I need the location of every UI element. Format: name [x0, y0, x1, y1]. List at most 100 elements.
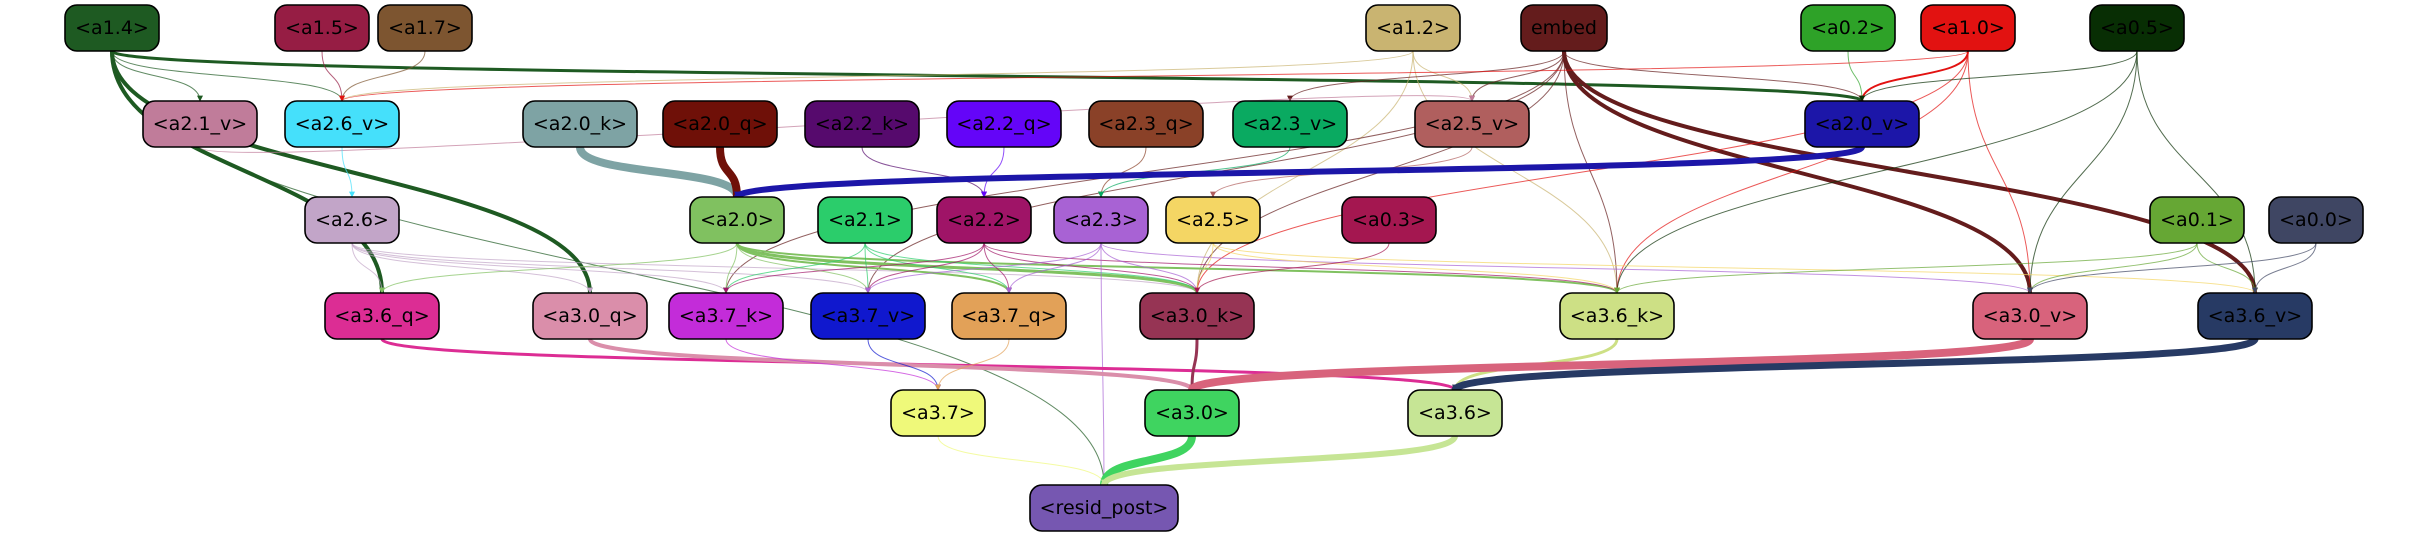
node-a2-0-q[interactable]: <a2.0_q> [662, 100, 778, 148]
edge-embed-to-a3-0-v [1562, 50, 2033, 294]
edge-a1-5-to-a2-6-v [321, 50, 345, 102]
node-a0-1[interactable]: <a0.1> [2149, 196, 2245, 244]
node-label: <a3.7> [901, 402, 975, 424]
node-box [1800, 4, 1896, 52]
node-a3-0-q[interactable]: <a3.0_q> [532, 292, 648, 340]
node-a3-6-v[interactable]: <a3.6_v> [2197, 292, 2313, 340]
node-label: <a2.3_q> [1098, 113, 1193, 135]
node-a2-3-q[interactable]: <a2.3_q> [1088, 100, 1204, 148]
edge-a1-4-to-a2-6-v [111, 50, 345, 102]
node-label: <a2.2> [947, 209, 1021, 231]
node-a2-2-k[interactable]: <a2.2_k> [804, 100, 920, 148]
node-a3-0-k[interactable]: <a3.0_k> [1139, 292, 1255, 340]
edge-a1-2-to-a2-5-v [1412, 50, 1475, 102]
node-a3-6-q[interactable]: <a3.6_q> [324, 292, 440, 340]
node-a0-5[interactable]: <a0.5> [2089, 4, 2185, 52]
node-box [304, 196, 400, 244]
edge-a3-0-to-resid-post [1100, 435, 1196, 486]
node-label: <a2.0_k> [533, 113, 627, 135]
edge-a2-3-to-a3-7-v [865, 242, 1102, 294]
edge-a1-4-to-a2-1-v [111, 50, 203, 102]
edge-a2-3-to-a3-7-q [1006, 242, 1102, 294]
node-a0-0[interactable]: <a0.0> [2268, 196, 2364, 244]
edge-a2-2-to-a3-6-k [983, 242, 1620, 294]
edge-a2-1-to-a3-0-k [864, 242, 1200, 294]
node-label: <a3.6_k> [1570, 305, 1664, 327]
node-a3-7-q[interactable]: <a3.7_q> [951, 292, 1067, 340]
node-box [522, 100, 638, 148]
node-label: <a3.7_v> [821, 305, 915, 327]
node-box [817, 196, 913, 244]
node-a3-6-k[interactable]: <a3.6_k> [1559, 292, 1675, 340]
node-label: <a2.5_v> [1425, 113, 1519, 135]
edge-embed-to-a2-0-v [1563, 50, 1865, 102]
node-a1-0[interactable]: <a1.0> [1920, 4, 2016, 52]
node-resid-post[interactable]: <resid_post> [1029, 484, 1179, 532]
node-a3-0-v[interactable]: <a3.0_v> [1972, 292, 2088, 340]
node-a2-1[interactable]: <a2.1> [817, 196, 913, 244]
edge-a2-0-to-a3-6-q [379, 242, 738, 294]
node-a3-6[interactable]: <a3.6> [1407, 389, 1503, 437]
node-a2-3-v[interactable]: <a2.3_v> [1232, 100, 1348, 148]
node-label: <a2.6_v> [295, 113, 389, 135]
edge-a2-0-to-a3-7-k [723, 242, 738, 294]
node-box [804, 100, 920, 148]
edge-a2-6-to-a3-6-q [351, 242, 385, 294]
node-a1-7[interactable]: <a1.7> [377, 4, 473, 52]
node-a0-2[interactable]: <a0.2> [1800, 4, 1896, 52]
edge-a2-0-to-a3-7-v [736, 242, 871, 294]
edge-a0-0-to-a3-6-v [2252, 242, 2317, 294]
edge-a2-6-to-a3-7-k [351, 242, 729, 294]
edge-a2-1-to-a3-7-v [864, 242, 871, 294]
node-label: embed [1531, 17, 1597, 39]
node-box [142, 100, 258, 148]
edge-a2-5-to-a3-6-v [1212, 242, 2258, 294]
node-a2-0[interactable]: <a2.0> [689, 196, 785, 244]
node-box [1559, 292, 1675, 340]
edge-a2-5-to-a3-0-k [1194, 242, 1214, 294]
node-a1-4[interactable]: <a1.4> [64, 4, 160, 52]
edge-a2-2-to-a3-0-k [983, 242, 1200, 294]
node-label: <a1.5> [285, 17, 359, 39]
node-a2-6[interactable]: <a2.6> [304, 196, 400, 244]
node-a2-1-v[interactable]: <a2.1_v> [142, 100, 258, 148]
node-a3-7-v[interactable]: <a3.7_v> [810, 292, 926, 340]
edge-a1-2-to-a3-6-k [1412, 50, 1620, 294]
node-a2-2-q[interactable]: <a2.2_q> [946, 100, 1062, 148]
node-a1-5[interactable]: <a1.5> [274, 4, 370, 52]
node-a2-5[interactable]: <a2.5> [1165, 196, 1261, 244]
node-a0-3[interactable]: <a0.3> [1341, 196, 1437, 244]
node-embed[interactable]: embed [1520, 4, 1608, 52]
edge-a2-0-k-to-a2-0 [576, 145, 741, 199]
node-a3-7[interactable]: <a3.7> [890, 389, 986, 437]
node-box [689, 196, 785, 244]
node-a3-0[interactable]: <a3.0> [1144, 389, 1240, 437]
node-label: <a2.5> [1176, 209, 1250, 231]
edge-a2-5-to-a3-6-k [1212, 242, 1620, 294]
node-a2-5-v[interactable]: <a2.5_v> [1414, 100, 1530, 148]
node-a3-7-k[interactable]: <a3.7_k> [668, 292, 784, 340]
node-label: <a2.3_v> [1243, 113, 1337, 135]
node-a2-3[interactable]: <a2.3> [1053, 196, 1149, 244]
node-box [274, 4, 370, 52]
node-a2-6-v[interactable]: <a2.6_v> [284, 100, 400, 148]
node-a1-2[interactable]: <a1.2> [1365, 4, 1461, 52]
node-a2-0-k[interactable]: <a2.0_k> [522, 100, 638, 148]
node-box [668, 292, 784, 340]
node-label: <a0.0> [2279, 209, 2353, 231]
node-label: <a2.0_q> [672, 113, 767, 135]
node-box [1972, 292, 2088, 340]
edge-a1-0-to-a2-6-v [339, 50, 1969, 102]
edge-a2-6-v-to-a2-6 [341, 146, 355, 198]
edge-a3-7-q-to-a3-7 [935, 338, 1010, 391]
node-box [284, 100, 400, 148]
node-box [1053, 196, 1149, 244]
edge-a1-0-to-a3-0-k [1194, 50, 1969, 294]
edge-a2-2-to-a3-7-v [865, 242, 985, 294]
node-a2-0-v[interactable]: <a2.0_v> [1804, 100, 1920, 148]
node-label: <a3.7_q> [961, 305, 1056, 327]
node-box [1414, 100, 1530, 148]
node-label: <a3.6_v> [2208, 305, 2302, 327]
node-box [2089, 4, 2185, 52]
node-a2-2[interactable]: <a2.2> [936, 196, 1032, 244]
